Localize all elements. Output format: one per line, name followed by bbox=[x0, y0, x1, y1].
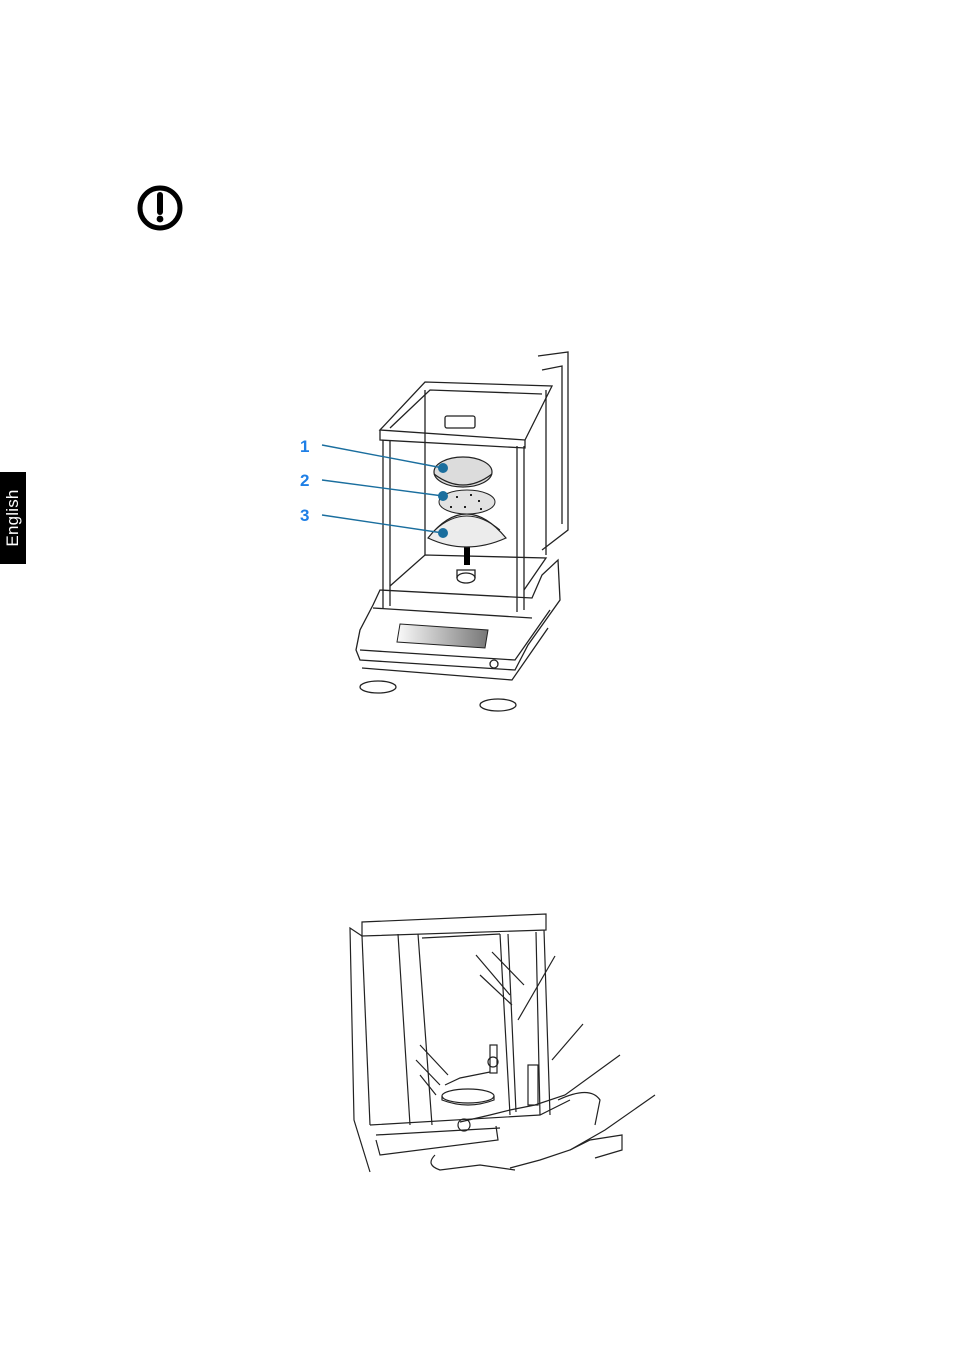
callout-3: 3 bbox=[300, 506, 310, 525]
balance-illustration bbox=[321, 351, 569, 712]
hands-carrying-illustration bbox=[349, 913, 656, 1173]
language-tab: English bbox=[0, 472, 26, 564]
callout-1: 1 bbox=[300, 437, 310, 456]
exclamation-circle-icon bbox=[137, 185, 183, 231]
language-tab-label: English bbox=[3, 489, 22, 547]
carrying-balance-figure bbox=[340, 900, 660, 1190]
callout-2: 2 bbox=[300, 471, 310, 490]
balance-exploded-figure: 1 2 3 bbox=[280, 350, 600, 720]
